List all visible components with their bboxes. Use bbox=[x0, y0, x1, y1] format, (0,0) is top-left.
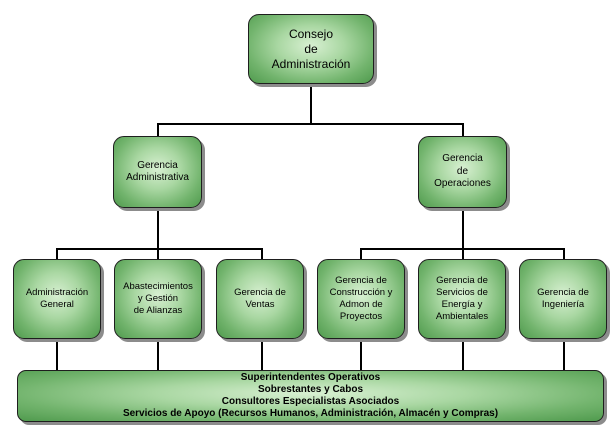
node-label: Gerencia de Ingeniería bbox=[537, 287, 589, 310]
node-label: Gerencia Administrativa bbox=[126, 159, 189, 184]
connector bbox=[462, 207, 464, 249]
node-gerencia-ingenieria: Gerencia de Ingeniería bbox=[519, 259, 607, 339]
node-label: Consejo de Administración bbox=[271, 26, 351, 71]
connector bbox=[563, 338, 565, 371]
connector bbox=[56, 248, 263, 250]
bottom-line-consultores: Consultores Especialistas Asociados bbox=[221, 396, 400, 407]
node-gerencia-servicios-energia: Gerencia de Servicios de Energía y Ambie… bbox=[418, 259, 506, 339]
connector bbox=[360, 338, 362, 371]
bottom-line-servicios-apoyo: Servicios de Apoyo (Recursos Humanos, Ad… bbox=[122, 408, 499, 419]
node-gerencia-operaciones: Gerencia de Operaciones bbox=[418, 136, 507, 208]
connector bbox=[157, 124, 159, 137]
node-label: Gerencia de Operaciones bbox=[434, 153, 491, 190]
node-gerencia-ventas: Gerencia de Ventas bbox=[216, 259, 304, 339]
node-gerencia-administrativa: Gerencia Administrativa bbox=[113, 136, 202, 208]
node-label: Gerencia de Construcción y Admon de Proy… bbox=[329, 275, 393, 322]
connector bbox=[462, 338, 464, 371]
connector bbox=[157, 207, 159, 249]
connector bbox=[462, 249, 464, 260]
node-gerencia-construccion: Gerencia de Construcción y Admon de Proy… bbox=[317, 259, 405, 339]
node-label: Abastecimientos y Gestión de Alianzas bbox=[123, 281, 193, 316]
connector bbox=[157, 123, 464, 125]
connector bbox=[310, 84, 312, 124]
node-label: Gerencia de Ventas bbox=[234, 287, 286, 310]
node-administracion-general: Administración General bbox=[13, 259, 101, 339]
node-label: Administración General bbox=[25, 287, 89, 310]
connector bbox=[360, 249, 362, 260]
connector bbox=[157, 338, 159, 371]
bottom-line-sobrestantes: Sobrestantes y Cabos bbox=[257, 384, 364, 395]
connector bbox=[261, 249, 263, 260]
connector bbox=[157, 249, 159, 260]
node-consejo-administracion: Consejo de Administración bbox=[248, 14, 374, 84]
connector bbox=[563, 249, 565, 260]
node-label: Gerencia de Servicios de Energía y Ambie… bbox=[435, 275, 489, 322]
connector bbox=[56, 338, 58, 371]
node-personal-operativo: Superintendentes Operativos Sobrestantes… bbox=[17, 370, 604, 422]
connector bbox=[56, 249, 58, 260]
connector bbox=[261, 338, 263, 371]
node-abastecimientos: Abastecimientos y Gestión de Alianzas bbox=[114, 259, 202, 339]
bottom-line-superintendentes: Superintendentes Operativos bbox=[240, 372, 381, 383]
connector bbox=[462, 124, 464, 137]
